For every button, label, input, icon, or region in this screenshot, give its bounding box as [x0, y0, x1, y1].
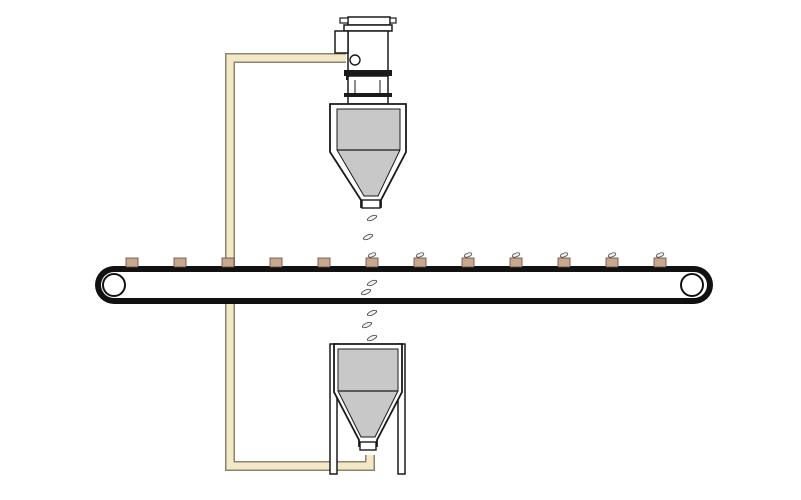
particle — [366, 214, 378, 222]
particle — [366, 279, 378, 287]
lower-hopper-outlet — [359, 441, 377, 451]
upper-hopper — [329, 103, 407, 209]
filled-product — [365, 252, 379, 268]
lid-handle-left — [339, 17, 349, 24]
receiver-lower-body — [347, 75, 389, 105]
filled-product — [461, 252, 475, 268]
filled-product — [413, 252, 427, 268]
receiver-band — [344, 93, 392, 97]
belt-products — [125, 252, 667, 268]
particle — [366, 334, 378, 342]
lower-hopper-material — [337, 348, 399, 438]
belt-left-roller — [102, 273, 126, 297]
upper-hopper-outlet — [361, 199, 381, 209]
product-box — [221, 257, 235, 268]
filled-product — [653, 252, 667, 268]
conveyor-belt — [95, 266, 713, 304]
receiver-collar — [343, 24, 393, 32]
product-box — [317, 257, 331, 268]
vacuum-receiver-unit — [334, 16, 397, 105]
falling-particles-upper — [362, 214, 378, 241]
receiver-motor-box — [334, 30, 349, 54]
product-box — [125, 257, 139, 268]
receiver-lid — [347, 16, 391, 26]
particle — [362, 233, 374, 241]
particle — [366, 309, 378, 317]
filled-product — [605, 252, 619, 268]
belt-inner — [101, 272, 707, 298]
lower-feed-hopper — [329, 343, 406, 475]
particle — [360, 288, 372, 296]
filled-product — [557, 252, 571, 268]
sight-glass — [349, 54, 361, 66]
belt-right-roller — [680, 273, 704, 297]
falling-particles-lower — [360, 279, 378, 342]
pipe-inner — [226, 54, 374, 470]
filled-product — [509, 252, 523, 268]
product-box — [173, 257, 187, 268]
particle — [361, 321, 373, 329]
lid-handle-right — [389, 17, 397, 24]
clamp-band — [344, 70, 392, 76]
product-box — [269, 257, 283, 268]
transfer-pipe — [225, 53, 375, 471]
receiver-upper-body — [347, 30, 389, 74]
